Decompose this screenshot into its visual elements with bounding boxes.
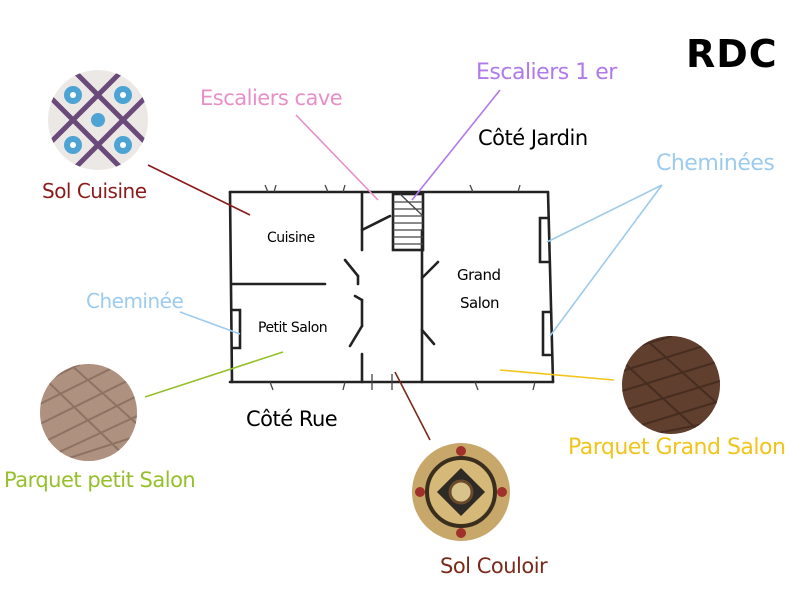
fireplaces: [230, 216, 552, 357]
callout-cheminee: Cheminée: [86, 289, 184, 313]
tile-icon: [48, 70, 148, 170]
side-garden-label: Côté Jardin: [478, 126, 588, 150]
callout-sol-cuisine: Sol Cuisine: [42, 179, 147, 203]
callout-escaliers-1er: Escaliers 1 er: [476, 60, 617, 85]
dark-parquet-icon: [622, 336, 720, 434]
callout-parquet-grand-salon: Parquet Grand Salon: [568, 435, 786, 460]
callout-cheminees: Cheminées: [656, 151, 775, 176]
parquet-icon: [40, 364, 137, 461]
callout-parquet-petit-salon: Parquet petit Salon: [4, 468, 196, 492]
exterior-walls: [228, 190, 555, 384]
callout-escaliers-cave: Escaliers cave: [200, 86, 343, 110]
wall-openings: [264, 184, 536, 391]
side-street-label: Côté Rue: [246, 407, 338, 431]
leader-lines: [144, 89, 663, 441]
callout-sol-couloir: Sol Couloir: [440, 554, 548, 578]
room-grand-salon-label-1: Grand: [457, 266, 501, 284]
page-title: RDC: [686, 32, 778, 76]
interior-walls: [230, 190, 440, 384]
room-kitchen-label: Cuisine: [267, 230, 315, 246]
room-grand-salon-label-2: Salon: [460, 294, 500, 312]
room-small-salon-label: Petit Salon: [258, 320, 328, 336]
stair-steps: [393, 193, 424, 245]
mosaic-tile-icon: [412, 443, 510, 541]
